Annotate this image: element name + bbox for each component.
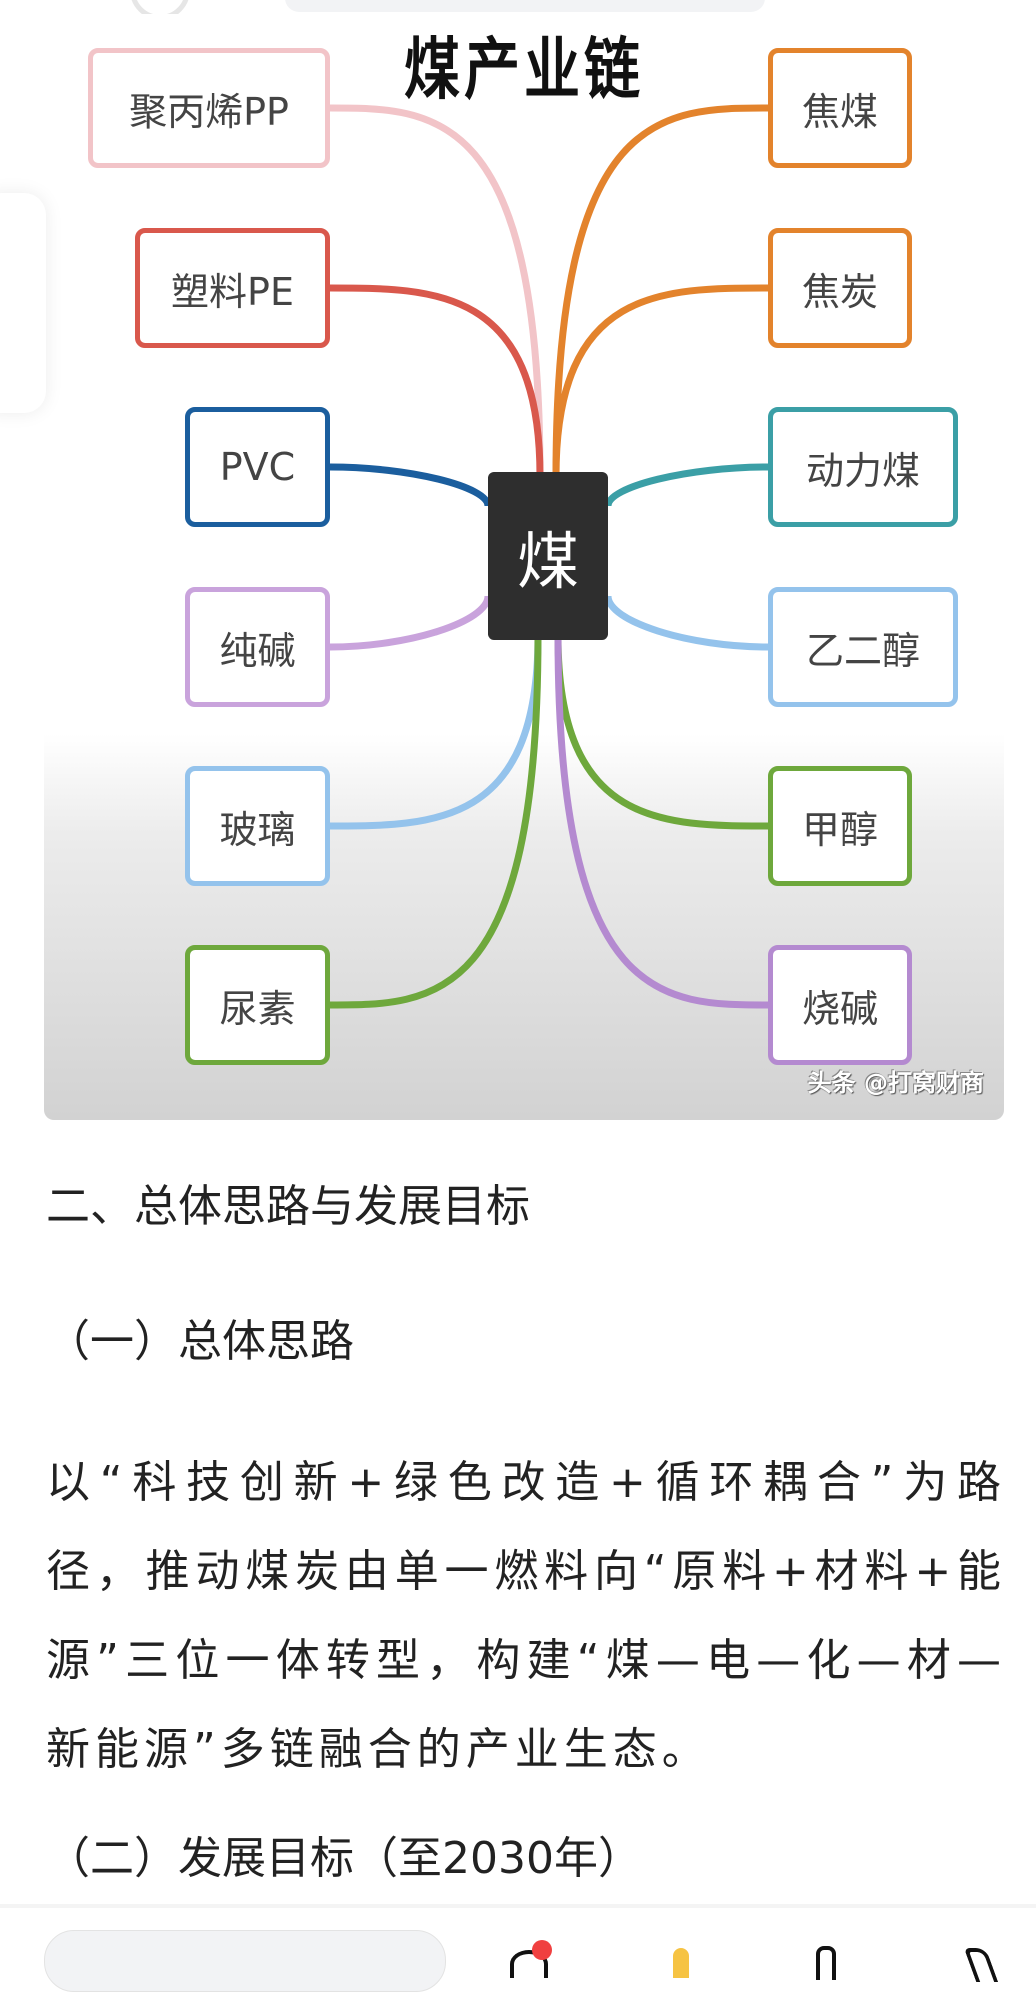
node-动力煤: 动力煤 [768,407,958,527]
share-icon[interactable] [963,1944,1002,1982]
node-纯碱: 纯碱 [185,587,330,707]
node-尿素: 尿素 [185,945,330,1065]
connector-尿素 [329,635,542,1009]
connector-焦煤 [552,104,769,477]
subheading-goals: （二）发展目标（至2030年） [46,1833,642,1884]
node-塑料PE: 塑料PE [135,228,330,348]
connector-聚丙烯PP [329,104,544,477]
node-焦炭: 焦炭 [768,228,912,348]
node-玻璃: 玻璃 [185,766,330,886]
node-甲醇: 甲醇 [768,766,912,886]
connector-甲醇 [554,635,769,830]
connector-焦炭 [552,284,769,477]
node-PVC: PVC [185,407,330,527]
favorite-star-icon[interactable] [808,1944,844,1980]
node-聚丙烯PP: 聚丙烯PP [88,48,330,168]
connector-纯碱 [329,595,492,651]
notification-badge [532,1940,552,1960]
connector-lines [329,104,769,1009]
comment-icon[interactable] [510,1940,552,1978]
connector-乙二醇 [604,595,769,651]
section-heading: 二、总体思路与发展目标 [46,1181,530,1232]
node-烧碱: 烧碱 [768,945,912,1065]
connector-动力煤 [604,463,769,507]
bottom-action-bar [0,1904,1036,1992]
like-icon[interactable] [665,1944,701,1978]
comment-input[interactable] [44,1930,446,1992]
search-bar[interactable] [285,0,765,12]
watermark: 头条 @打窝财商 [807,1069,984,1097]
subheading-overall-approach: （一）总体思路 [46,1316,354,1367]
node-乙二醇: 乙二醇 [768,587,958,707]
center-node: 煤 [488,472,608,640]
connector-PVC [329,463,492,507]
paragraph: 以“科技创新+绿色改造+循环耦合”为路径，推动煤炭由单一燃料向“原料+材料+能源… [46,1457,1006,1775]
floating-side-panel[interactable] [0,193,46,413]
connector-烧碱 [554,635,769,1009]
node-焦煤: 焦煤 [768,48,912,168]
figure-title: 煤产业链 [404,30,644,110]
top-bar [0,0,1036,20]
connector-塑料PE [329,284,544,477]
connector-玻璃 [329,635,542,830]
